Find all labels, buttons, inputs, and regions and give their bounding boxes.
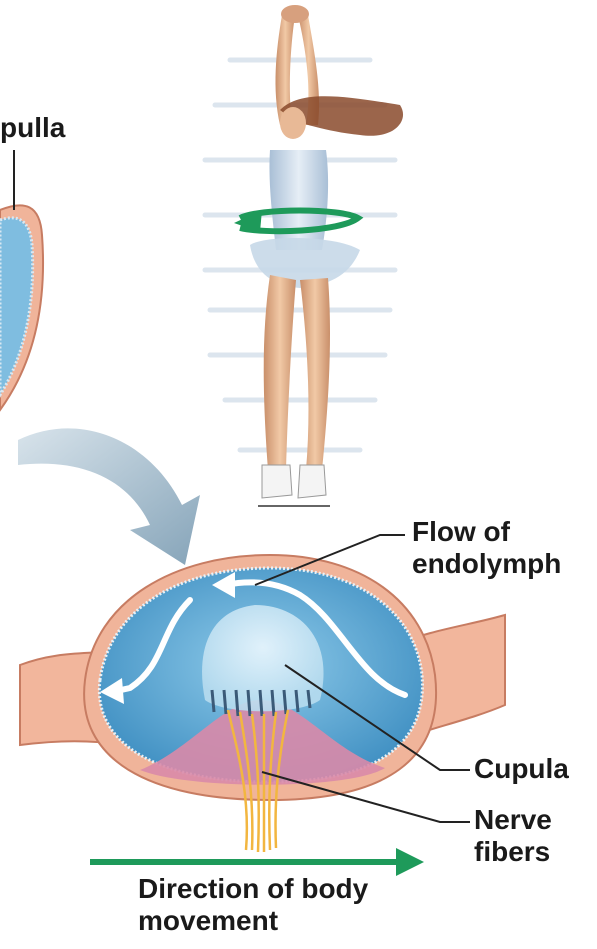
ampulla-cross-section (20, 555, 505, 852)
label-nerve-fibers-line1: Nerve (474, 806, 552, 834)
ampulla-partial (0, 150, 43, 410)
zoom-arrow (18, 428, 200, 565)
skater-figure (205, 5, 403, 506)
direction-arrow (90, 848, 424, 876)
label-direction-line1: Direction of body (138, 875, 368, 903)
label-flow-of-endolymph-line1: Flow of (412, 518, 510, 546)
label-ampulla: pulla (0, 114, 65, 142)
label-flow-of-endolymph-line2: endolymph (412, 550, 561, 578)
label-direction-line2: movement (138, 907, 278, 935)
label-cupula: Cupula (474, 755, 569, 783)
label-nerve-fibers-line2: fibers (474, 838, 550, 866)
